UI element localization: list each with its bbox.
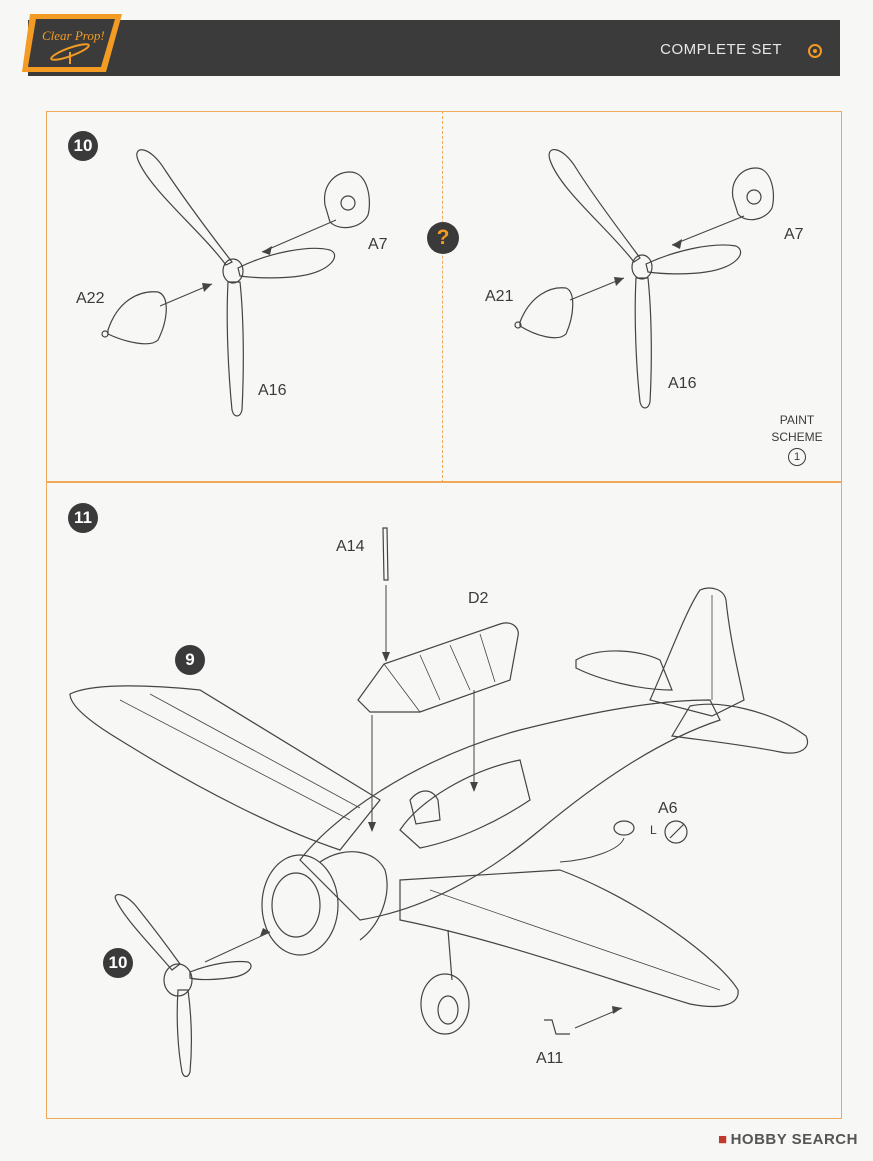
sub-step-9: 9 — [175, 645, 205, 675]
step-10-number: 10 — [68, 131, 98, 161]
aerial-a14 — [382, 527, 389, 581]
aircraft-airframe — [69, 587, 809, 1035]
propeller-right-a16 — [548, 149, 742, 409]
propeller-left-a16 — [136, 149, 336, 417]
page-title: COMPLETE SET — [660, 41, 782, 58]
part-label-a21: A21 — [485, 288, 514, 305]
watermark-logo-icon: ■ — [718, 1131, 728, 1148]
clear-prop-logo: Clear Prop! — [22, 14, 122, 72]
hub-left-a7 — [323, 171, 371, 229]
part-label-a16-right: A16 — [668, 375, 697, 392]
header-bar: COMPLETE SET — [28, 20, 840, 76]
part-label-d2: D2 — [468, 590, 489, 607]
step-10-panel — [46, 111, 842, 483]
paint-scheme-label: PAINT SCHEME — [771, 413, 823, 444]
step-a11 — [544, 1019, 570, 1035]
variant-divider — [442, 111, 443, 483]
logo-text: Clear Prop! — [42, 28, 105, 43]
part-label-a6-side: L — [650, 823, 657, 837]
part-label-a6: A6 — [658, 800, 678, 817]
watermark-text: HOBBY SEARCH — [730, 1131, 858, 1148]
part-label-a7-left: A7 — [368, 236, 388, 253]
part-label-a11: A11 — [536, 1050, 564, 1067]
propeller-assembled — [114, 894, 252, 1078]
spinner-right-a21 — [514, 287, 574, 339]
step-11-panel — [46, 481, 842, 1119]
part-label-a16-left: A16 — [258, 382, 287, 399]
question-icon: ? — [427, 222, 459, 254]
paint-scheme-number: 1 — [788, 448, 806, 466]
target-icon — [808, 44, 822, 58]
hub-right-a7 — [731, 167, 775, 221]
paint-scheme-note: PAINT SCHEME 1 — [762, 412, 832, 466]
watermark: ■HOBBY SEARCH — [718, 1131, 858, 1148]
light-a6 — [613, 820, 688, 844]
canopy-d2 — [357, 622, 519, 713]
sub-step-10: 10 — [103, 948, 133, 978]
part-label-a7-right: A7 — [784, 226, 804, 243]
spinner-left-a22 — [101, 291, 167, 345]
part-label-a22: A22 — [76, 290, 105, 307]
part-label-a14: A14 — [336, 538, 365, 555]
step-11-number: 11 — [68, 503, 98, 533]
